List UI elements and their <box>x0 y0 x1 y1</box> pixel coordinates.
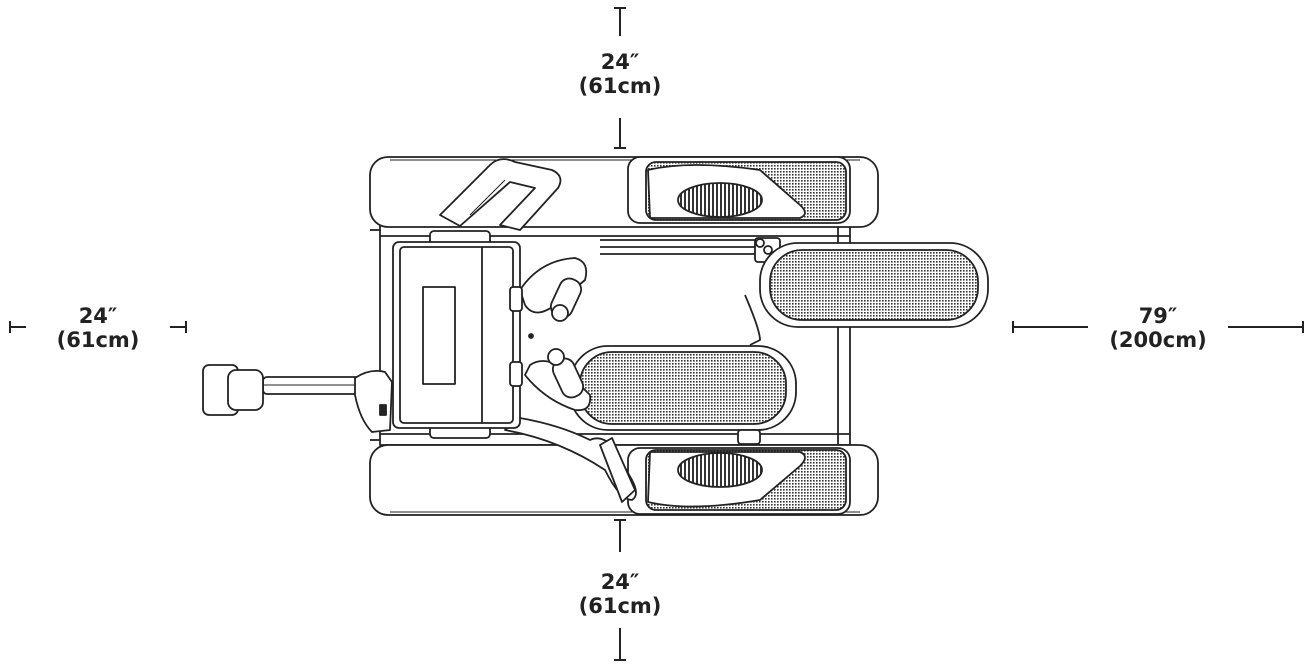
dimension-lines <box>9 7 1304 661</box>
upper-handle <box>439 158 562 231</box>
elliptical-machine <box>202 156 989 516</box>
left-dimension-arrow <box>9 321 187 333</box>
bottom-clearance-inches: 24″ <box>600 570 640 594</box>
top-clearance-label: 24″ (61cm) <box>570 50 670 98</box>
top-clearance-inches: 24″ <box>600 50 640 74</box>
left-clearance-inches: 24″ <box>78 304 118 328</box>
bottom-dimension-arrow <box>614 519 626 661</box>
bottom-clearance-label: 24″ (61cm) <box>570 570 670 618</box>
left-clearance-label: 24″ (61cm) <box>48 304 148 352</box>
bottom-clearance-metric: (61cm) <box>578 594 662 618</box>
top-clearance-metric: (61cm) <box>578 74 662 98</box>
top-dimension-arrow <box>614 7 626 149</box>
right-pedal <box>744 237 989 346</box>
overall-length-label: 79″ (200cm) <box>1098 304 1218 352</box>
length-dimension-arrow <box>1012 321 1304 333</box>
center-pedal <box>569 345 797 445</box>
console <box>392 230 523 439</box>
overall-length-metric: (200cm) <box>1109 328 1207 352</box>
overall-length-inches: 79″ <box>1138 304 1178 328</box>
left-clearance-metric: (61cm) <box>56 328 140 352</box>
front-stabilizer <box>202 364 393 433</box>
